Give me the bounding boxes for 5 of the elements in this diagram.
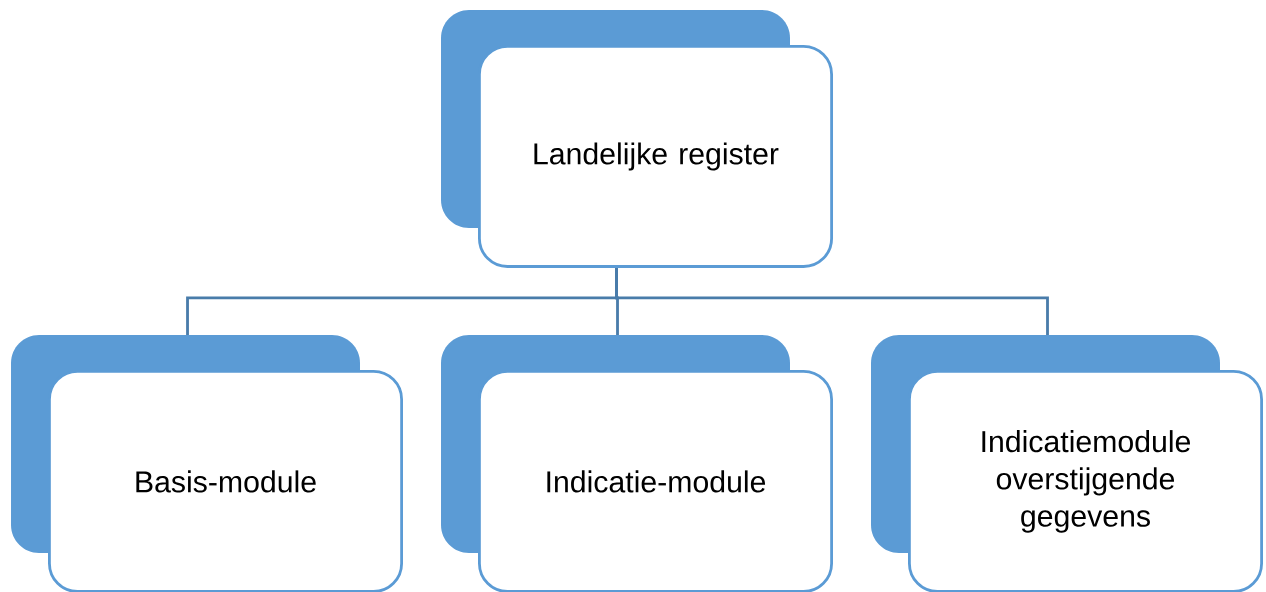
process-box: Indicatiemodule overstijgende gegevens xyxy=(871,335,1263,592)
process-box: Landelijke register xyxy=(441,10,833,268)
process-box: Indicatie-module xyxy=(441,335,833,592)
connector-line xyxy=(615,267,1049,335)
process-box: Basis-module xyxy=(11,335,404,592)
